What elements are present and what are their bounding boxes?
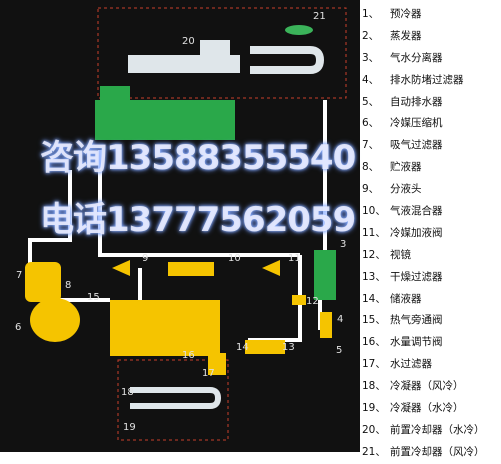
legend-item: 1、预冷器 [362, 8, 422, 20]
label-20: 20 [182, 36, 195, 47]
compressor [30, 298, 80, 342]
precooler-21-coil [250, 46, 325, 74]
condenser-18 [110, 300, 220, 356]
legend-item: 3、气水分离器 [362, 51, 443, 64]
label-17: 17 [202, 368, 215, 379]
fan-21-icon [285, 25, 313, 35]
legend-item: 15、热气旁通阀 [362, 314, 443, 327]
legend-item: 12、视镜 [362, 248, 411, 261]
label-3: 3 [340, 239, 346, 250]
label-5: 5 [336, 345, 342, 356]
label-8: 8 [65, 280, 71, 291]
valve-11 [262, 260, 280, 276]
label-15: 15 [87, 292, 100, 303]
label-6: 6 [15, 322, 21, 333]
pipe-middle [98, 150, 300, 257]
label-11: 11 [288, 253, 301, 264]
label-9: 9 [142, 253, 148, 264]
receiver-14 [208, 353, 226, 375]
component-legend: 1、预冷器 2、蒸发器 3、气水分离器 4、排水防堵过滤器 5、自动排水器 6、… [362, 4, 500, 464]
legend-item: 4、排水防堵过滤器 [362, 73, 464, 86]
label-18: 18 [121, 387, 134, 398]
legend-item: 9、分液头 [362, 183, 422, 196]
legend-item: 19、冷凝器（水冷） [362, 402, 464, 415]
legend-item: 13、干燥过滤器 [362, 270, 443, 283]
legend-item: 7、吸气过滤器 [362, 139, 443, 152]
precooler-frame [97, 7, 347, 99]
suction-filter [25, 262, 61, 302]
legend-item: 6、冷媒压缩机 [362, 117, 443, 130]
legend-item: 8、贮液器 [362, 161, 422, 174]
evaporator [95, 100, 235, 140]
label-7: 7 [16, 270, 22, 281]
legend-item: 17、水过滤器 [362, 358, 432, 371]
condenser-frame [117, 359, 229, 441]
pipe-left [28, 170, 72, 270]
label-13: 13 [282, 342, 295, 353]
legend-item: 18、冷凝器（风冷） [362, 380, 464, 393]
condenser-19-coil [130, 387, 222, 409]
legend-item: 10、气液混合器 [362, 205, 443, 218]
legend-item: 20、前置冷却器（水冷） [362, 423, 485, 436]
precooler-tube [128, 55, 240, 73]
drain-filter-4 [320, 312, 332, 338]
legend-item: 14、储液器 [362, 292, 422, 305]
legend-item: 16、水量调节阀 [362, 336, 443, 349]
legend-item: 2、蒸发器 [362, 29, 422, 42]
watermark-phone-1: 咨询13588355540 [40, 138, 356, 178]
diagram-svg: 20 21 3 4 5 6 7 8 9 10 11 12 13 14 15 16… [15, 7, 347, 441]
evaporator-inlet [100, 86, 130, 100]
separator [314, 250, 336, 300]
label-21: 21 [313, 11, 326, 22]
precooler-top [200, 40, 230, 55]
dryer-13 [245, 340, 285, 354]
label-16: 16 [182, 350, 195, 361]
legend-item: 21、前置冷却器（风冷） [362, 445, 485, 458]
distributor-9 [112, 260, 130, 276]
label-14: 14 [236, 342, 249, 353]
legend-item: 11、冷媒加液阀 [362, 226, 443, 239]
label-12: 12 [306, 296, 319, 307]
legend-item: 5、自动排水器 [362, 95, 443, 108]
label-10: 10 [228, 253, 241, 264]
label-4: 4 [337, 314, 343, 325]
label-19: 19 [123, 422, 136, 433]
sight-glass-12 [292, 295, 306, 305]
watermark-phone-2: 电话13777562059 [40, 200, 356, 240]
system-diagram: 20 21 3 4 5 6 7 8 9 10 11 12 13 14 15 16… [0, 0, 360, 452]
mixer-10 [168, 262, 214, 276]
